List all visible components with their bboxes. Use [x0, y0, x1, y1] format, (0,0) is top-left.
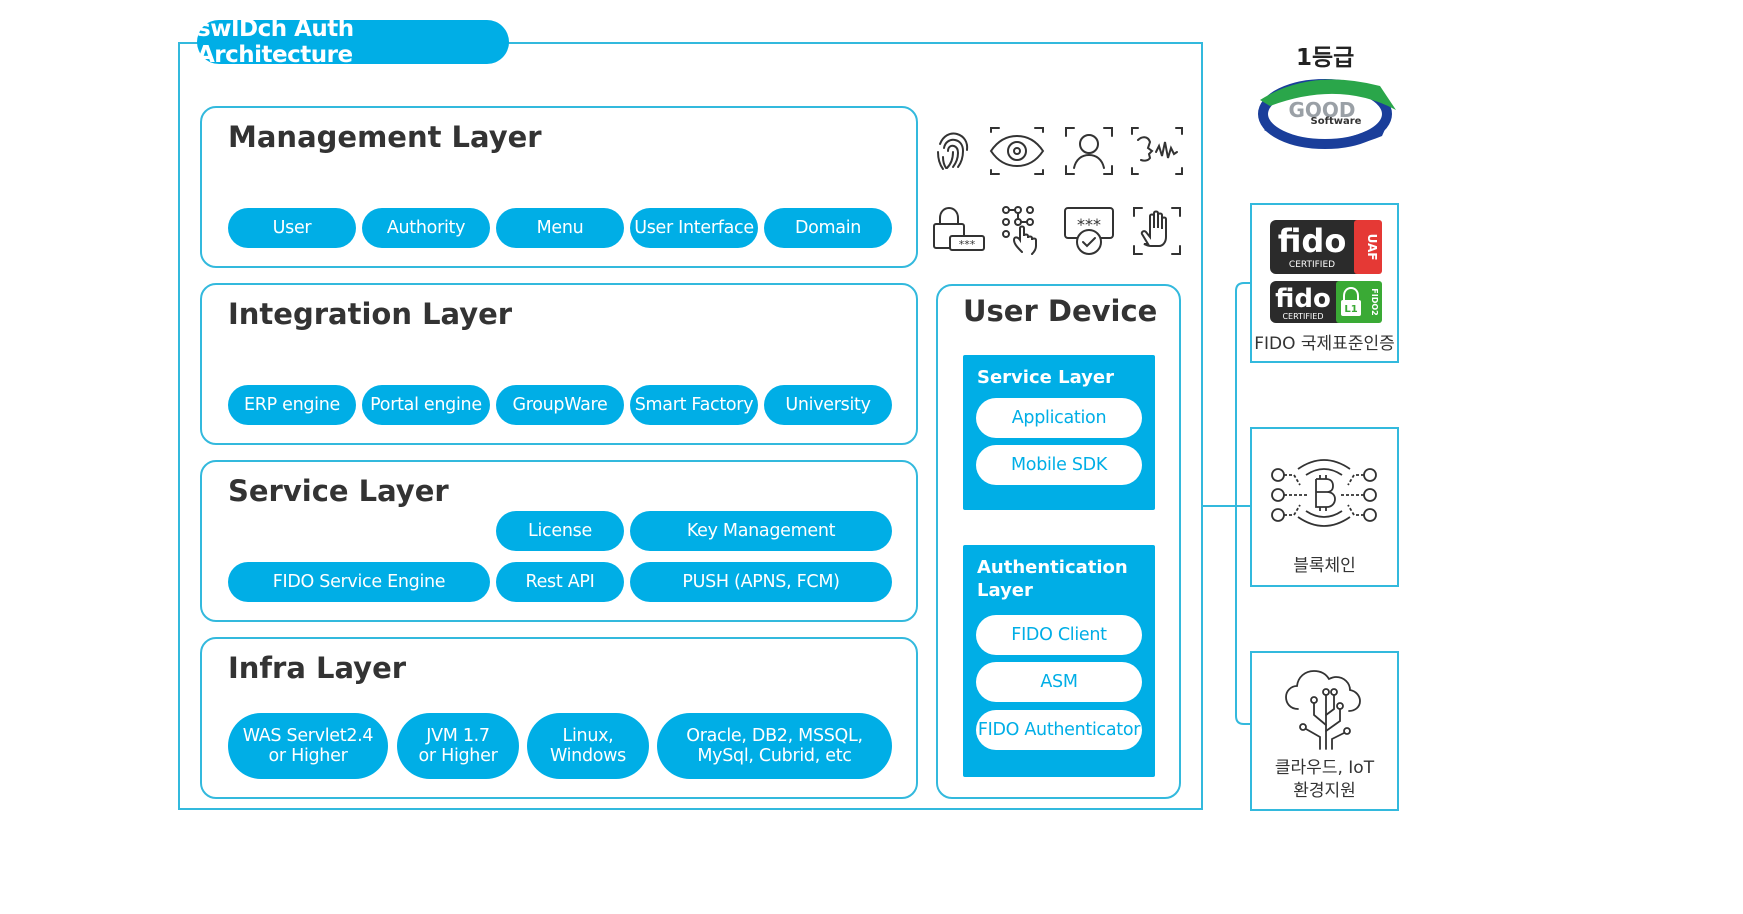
password-lock-icon: ***: [930, 204, 988, 258]
pill-mobile-sdk: Mobile SDK: [976, 445, 1142, 485]
cloud-iot-icon: [1285, 670, 1361, 750]
pill-university: University: [764, 385, 892, 425]
fido-uaf-logo: fido CERTIFIED UAF: [1270, 220, 1382, 274]
pill-fido-authenticator: FIDO Authenticator: [976, 710, 1142, 750]
fido2-sub: CERTIFIED: [1282, 312, 1323, 321]
pill-linux-windows: Linux, Windows: [527, 713, 649, 779]
pill-smart-factory: Smart Factory: [630, 385, 758, 425]
blockchain-icon: [1271, 459, 1377, 527]
fido2-level: L1: [1344, 304, 1357, 315]
fido-certification-label: FIDO 국제표준인증: [1254, 334, 1395, 354]
good-software-logo: GOOD Software: [1258, 79, 1396, 149]
svg-text:***: ***: [959, 238, 976, 251]
connector-lines: [1203, 282, 1250, 725]
pill-user-interface: User Interface: [630, 208, 758, 248]
service-layer: Service Layer License Key Management FID…: [200, 460, 918, 622]
device-service-layer-title: Service Layer: [977, 367, 1114, 388]
infra-layer-title: Infra Layer: [228, 651, 407, 685]
device-service-layer: Service Layer Application Mobile SDK: [963, 355, 1155, 510]
pill-jvm: JVM 1.7 or Higher: [397, 713, 519, 779]
fido2-tag: FIDO2: [1370, 288, 1379, 315]
integration-layer: Integration Layer ERP engine Portal engi…: [200, 283, 918, 445]
pattern-icon: [998, 204, 1052, 258]
pill-asm: ASM: [976, 662, 1142, 702]
pill-erp-engine: ERP engine: [228, 385, 356, 425]
service-layer-title: Service Layer: [228, 474, 449, 508]
pill-user: User: [228, 208, 356, 248]
pill-fido-service-engine: FIDO Service Engine: [228, 562, 490, 602]
pill-application: Application: [976, 398, 1142, 438]
blockchain-label: 블록체인: [1293, 556, 1356, 576]
management-layer: Management Layer User Authority Menu Use…: [200, 106, 918, 268]
good-software-logo-line1: GOOD: [1288, 98, 1355, 122]
face-icon: [1062, 124, 1116, 178]
pill-license: License: [496, 511, 624, 551]
pill-key-management: Key Management: [630, 511, 892, 551]
management-layer-title: Management Layer: [228, 120, 542, 154]
fingerprint-icon: [926, 124, 980, 178]
voice-icon: [1128, 124, 1186, 178]
pill-groupware: GroupWare: [496, 385, 624, 425]
user-device-title: User Device: [963, 294, 1158, 328]
fido-uaf-tag: UAF: [1365, 234, 1379, 261]
pill-was-servlet: WAS Servlet2.4 or Higher: [228, 713, 388, 779]
fido-certification-box: fido CERTIFIED UAF fido CERTIFIED L1 FID…: [1250, 203, 1399, 363]
fido-uaf-sub: CERTIFIED: [1289, 260, 1335, 270]
user-device-panel: [936, 284, 1181, 799]
pill-portal-engine: Portal engine: [362, 385, 490, 425]
cloud-iot-label: 클라우드, IoT 환경지원: [1274, 758, 1375, 801]
architecture-frame: [178, 42, 1203, 810]
fido2-logo: fido CERTIFIED L1 FIDO2: [1270, 281, 1382, 323]
palm-icon: [1130, 204, 1184, 258]
infra-layer: Infra Layer WAS Servlet2.4 or Higher JVM…: [200, 637, 918, 799]
device-auth-layer: Authentication Layer FIDO Client ASM FID…: [963, 545, 1155, 777]
diagram-title: swIDch Auth Architecture: [197, 16, 509, 68]
pill-push: PUSH (APNS, FCM): [630, 562, 892, 602]
pill-rest-api: Rest API: [496, 562, 624, 602]
grade-label: 1등급: [1296, 45, 1355, 71]
pill-databases: Oracle, DB2, MSSQL, MySql, Cubrid, etc: [657, 713, 892, 779]
pill-fido-client: FIDO Client: [976, 615, 1142, 655]
pin-icon: ***: [1062, 204, 1116, 258]
cloud-iot-box: 클라우드, IoT 환경지원: [1250, 651, 1399, 811]
pill-authority: Authority: [362, 208, 490, 248]
blockchain-box: 블록체인: [1250, 427, 1399, 587]
fido2-brand: fido: [1275, 284, 1331, 314]
device-auth-layer-title: Authentication Layer: [977, 557, 1128, 602]
good-software-logo-line2: Software: [1311, 116, 1362, 127]
pill-menu: Menu: [496, 208, 624, 248]
svg-text:***: ***: [1077, 215, 1101, 234]
iris-icon: [988, 124, 1046, 178]
integration-layer-title: Integration Layer: [228, 297, 513, 331]
fido-uaf-brand: fido: [1278, 222, 1347, 260]
pill-domain: Domain: [764, 208, 892, 248]
